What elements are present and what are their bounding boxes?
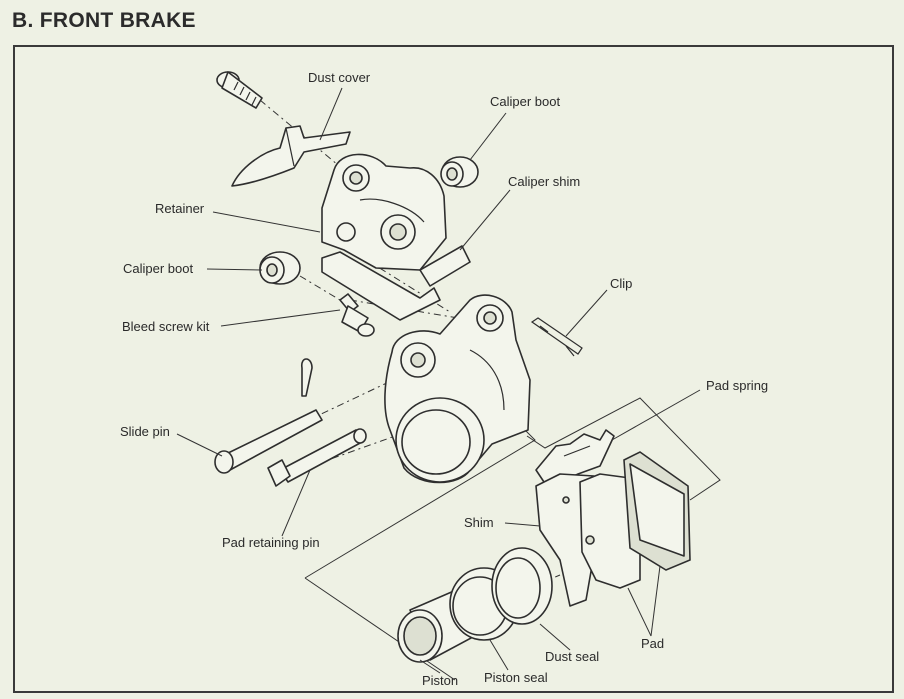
label-clip: Clip — [610, 276, 632, 291]
label-pad-retaining-pin: Pad retaining pin — [222, 535, 320, 550]
leader-lines — [176, 87, 701, 674]
label-piston-seal: Piston seal — [484, 670, 548, 685]
caliper-boot-top-part — [440, 156, 479, 188]
axis-line-bleed — [349, 299, 471, 321]
label-caliper-shim: Caliper shim — [508, 174, 580, 189]
caliper-boot-left-part — [259, 251, 301, 285]
dust-cover-part — [231, 125, 351, 187]
label-retainer: Retainer — [155, 201, 205, 216]
label-pad: Pad — [641, 636, 664, 651]
axis-line-boot — [299, 275, 341, 301]
dust-seal-part — [491, 547, 553, 625]
pad-group-line-bottom — [304, 577, 456, 681]
label-slide-pin: Slide pin — [120, 424, 170, 439]
pad-part-back — [623, 451, 691, 571]
caliper-body-part — [384, 294, 531, 484]
axis-line-bolt — [259, 99, 351, 176]
page-title: B. FRONT BRAKE — [12, 9, 196, 32]
diagram-frame — [13, 45, 894, 693]
cotter-pin-part — [301, 358, 313, 397]
label-bleed-screw-kit: Bleed screw kit — [122, 319, 210, 334]
label-caliper-boot-top: Caliper boot — [490, 94, 560, 109]
mounting-bolt — [216, 71, 263, 109]
pad-retaining-pin-part — [267, 428, 367, 487]
clip-part — [530, 317, 583, 357]
label-dust-cover: Dust cover — [308, 70, 371, 85]
axis-line-slidepin — [244, 371, 411, 451]
label-shim: Shim — [464, 515, 494, 530]
label-caliper-boot-left: Caliper boot — [123, 261, 193, 276]
label-pad-spring: Pad spring — [706, 378, 768, 393]
caliper-shim-part — [321, 245, 471, 321]
pad-part-front — [579, 473, 641, 589]
pad-group-line-top — [526, 397, 721, 501]
caliper-bracket-part — [321, 153, 447, 271]
label-piston: Piston — [422, 673, 458, 688]
label-dust-seal: Dust seal — [545, 649, 599, 664]
bleed-screw-part — [339, 293, 375, 337]
slide-pin-part — [214, 409, 323, 474]
